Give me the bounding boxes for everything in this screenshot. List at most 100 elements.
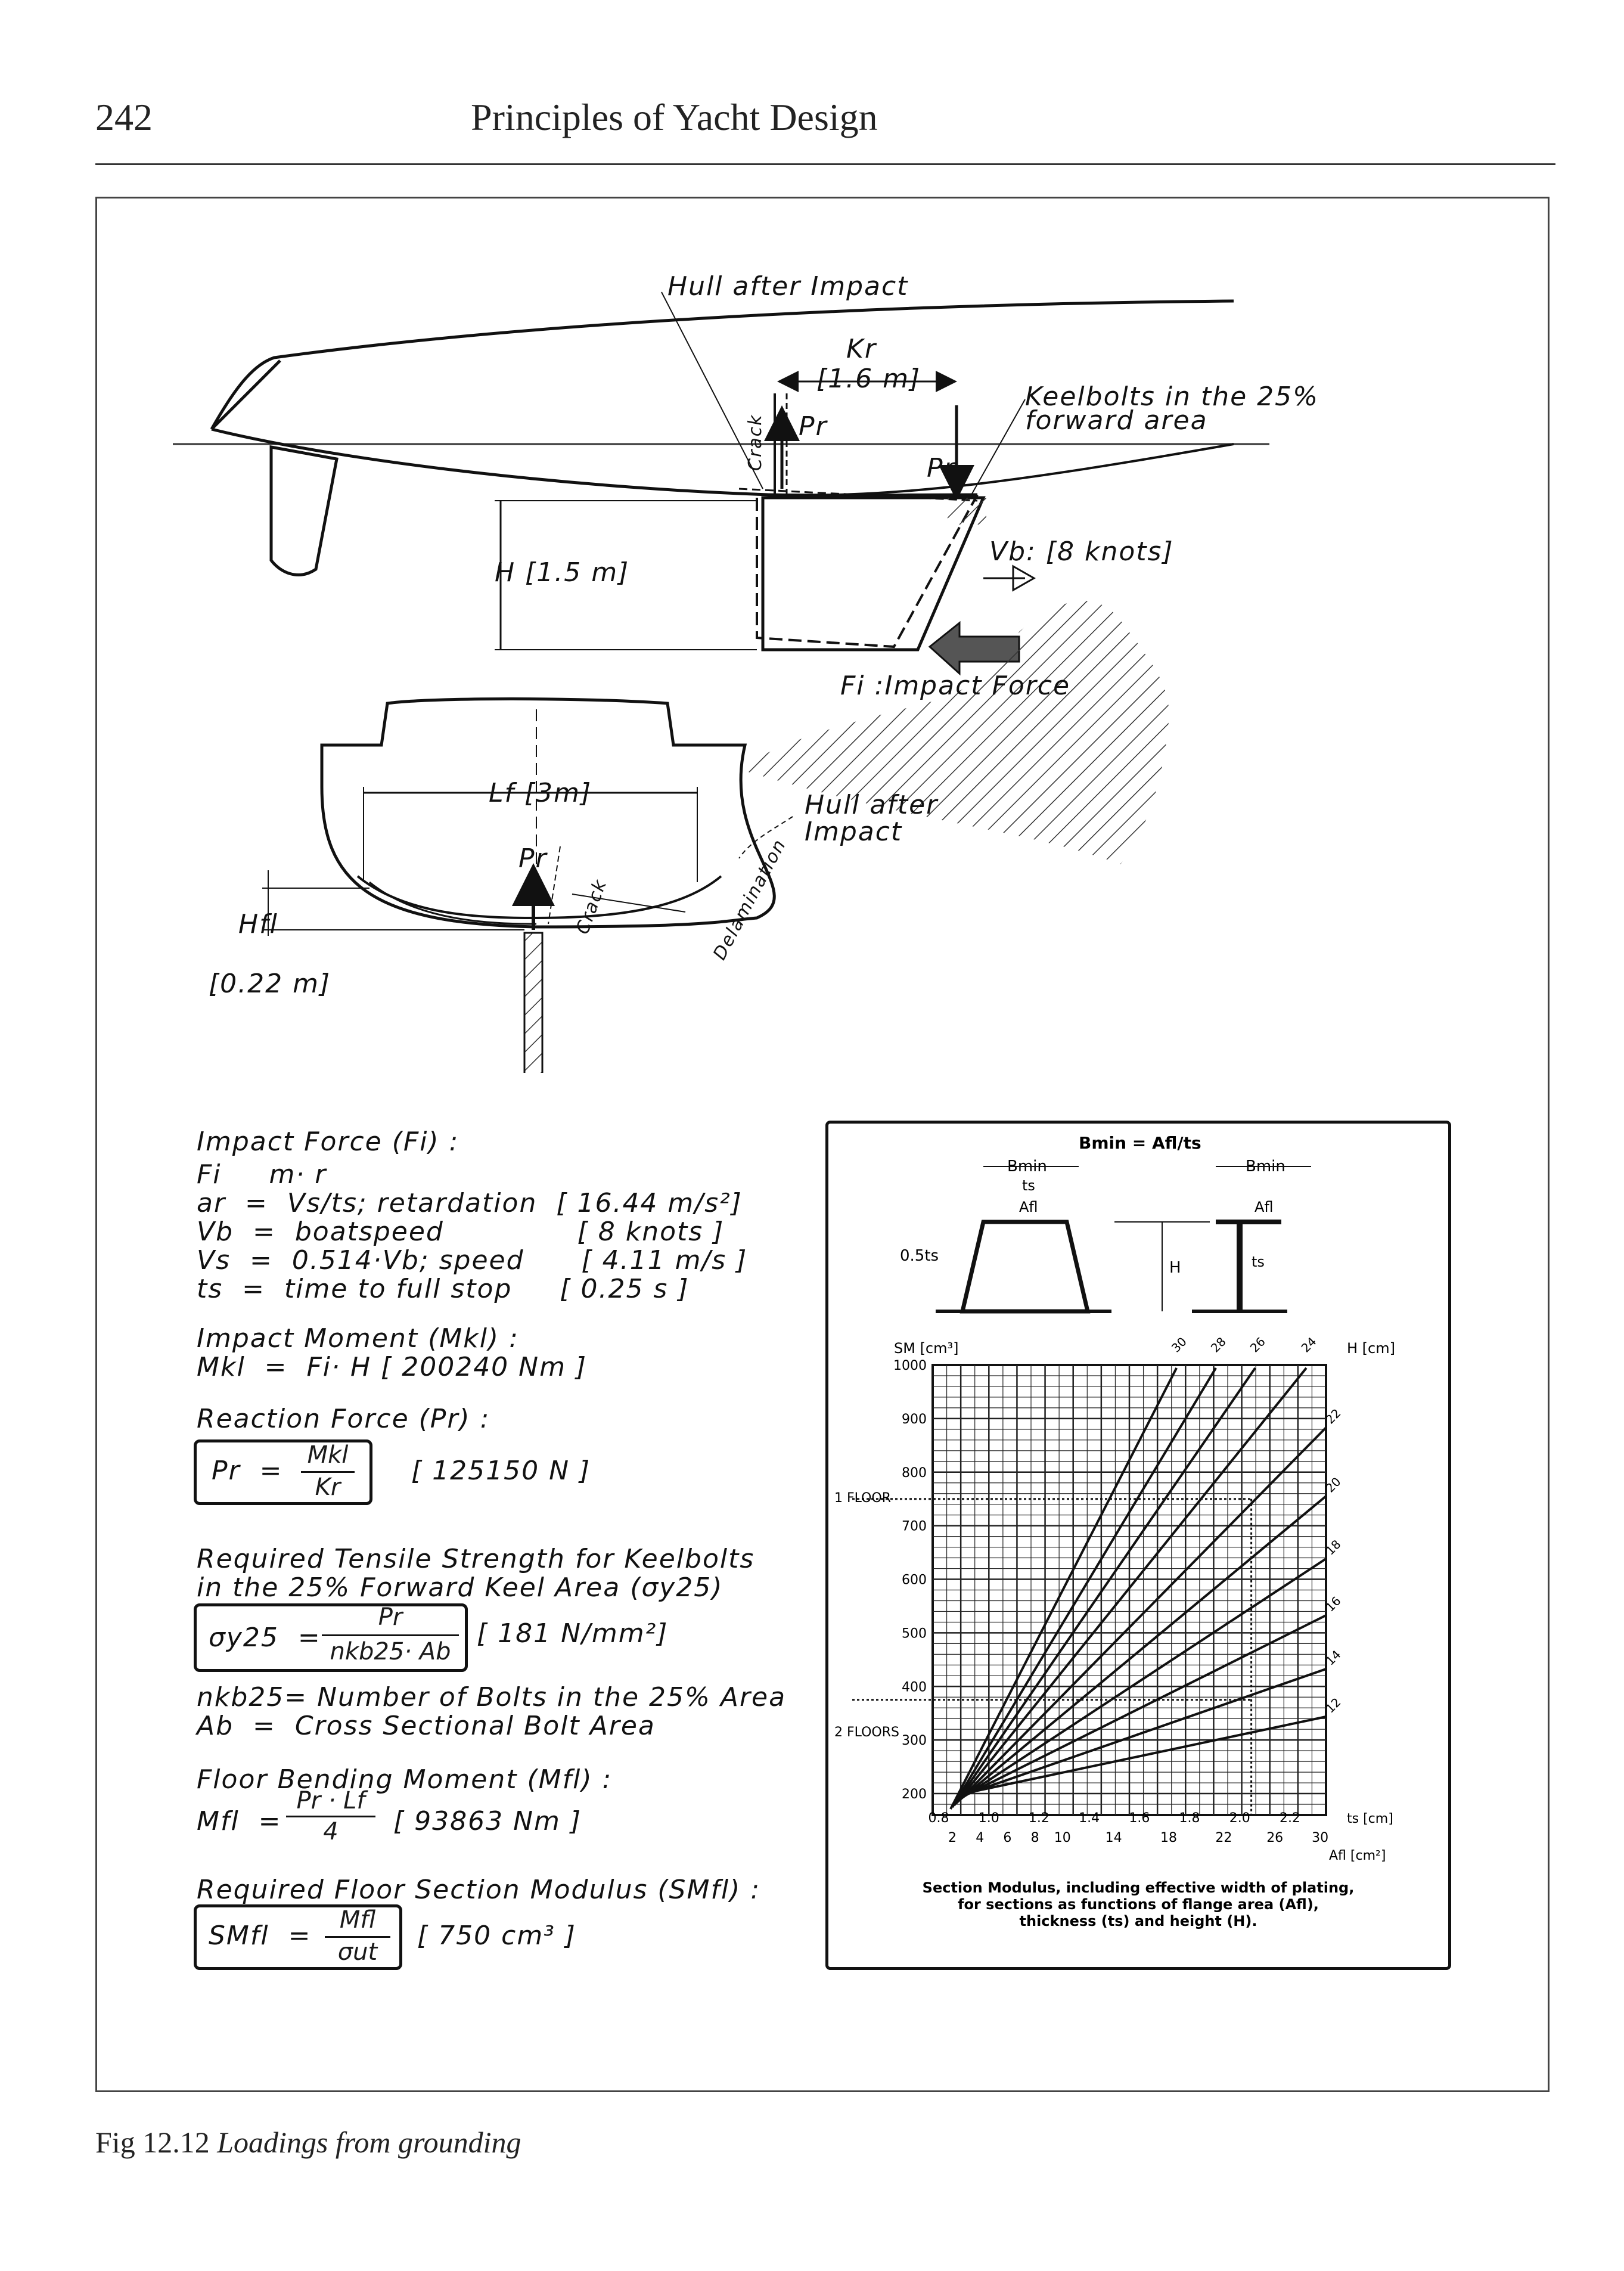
reaction-denominator: Kr — [315, 1473, 341, 1501]
sm-tick-label: 800 — [902, 1466, 927, 1481]
pr-right-label: Pr — [927, 453, 956, 483]
reaction-lhs: Pr = — [212, 1456, 283, 1486]
reaction-numerator: Mkl — [307, 1441, 349, 1469]
ts-tick-label: 0.8 — [929, 1811, 949, 1826]
sm-formula-box — [194, 1904, 402, 1970]
section-hull — [320, 697, 776, 929]
kr-value-label: [1.6 m] — [816, 364, 921, 394]
floor-moment-lhs: Mfl = — [197, 1806, 282, 1836]
sm-tick-label: 900 — [902, 1412, 927, 1427]
fi-line: Fi m· r — [197, 1159, 327, 1190]
header-rule — [95, 163, 1555, 165]
floor-moment-fraction-line — [286, 1816, 375, 1817]
panel-caption-line3: thickness (ts) and height (H). — [1020, 1913, 1257, 1929]
sm-value: [ 750 cm³ ] — [417, 1921, 576, 1951]
two-floors-label: 2 FLOORS — [834, 1725, 899, 1740]
bmin-equation: Bmin = Afl/ts — [1079, 1133, 1201, 1153]
side-view-drawing — [173, 291, 1269, 1073]
sm-tick-label: 400 — [902, 1680, 927, 1695]
page-number: 242 — [95, 96, 153, 138]
h-curve-line — [958, 1495, 1327, 1801]
ts-tick-label: 2.2 — [1280, 1811, 1300, 1826]
rudder — [269, 445, 339, 576]
afl-tick-label: 14 — [1106, 1831, 1122, 1845]
floor-moment-value: [ 93863 Nm ] — [393, 1806, 582, 1836]
floor-moment-title: Floor Bending Moment (Mfl) : — [197, 1764, 613, 1795]
sm-tick-label: 1000 — [893, 1358, 927, 1373]
afl-axis-label: Afl [cm²] — [1329, 1848, 1386, 1863]
h-label: H [1.5 m] — [495, 557, 630, 588]
sm-tick-label: 300 — [902, 1733, 927, 1748]
tensile-numerator: Pr — [378, 1603, 403, 1631]
reaction-formula-box — [194, 1439, 372, 1505]
impact-force-label: Fi :Impact Force — [840, 671, 1071, 701]
ts-tick-label: 2.0 — [1229, 1811, 1250, 1826]
floor-moment-numerator: Pr · Lf — [296, 1787, 365, 1814]
ar-line: ar = Vs/ts; retardation [ 16.44 m/s²] — [197, 1188, 743, 1218]
sm-denominator: σut — [337, 1938, 378, 1966]
h-curve-line — [949, 1367, 1178, 1810]
vs-line: Vs = 0.514·Vb; speed [ 4.11 m/s ] — [197, 1245, 748, 1276]
afl-tick-label: 10 — [1054, 1831, 1071, 1845]
hull-after-impact-section-line1: Hull after — [805, 790, 939, 820]
sm-numerator: Mfl — [339, 1906, 376, 1934]
sm-axis-label: SM [cm³] — [894, 1340, 959, 1357]
h-curve-label: 24 — [1299, 1335, 1319, 1355]
hfl-label: Hfl — [238, 909, 278, 939]
seabed-hatch — [739, 600, 1169, 864]
nkb-definition: nkb25= Number of Bolts in the 25% Area — [197, 1682, 787, 1712]
one-floor-label: 1 FLOOR — [834, 1491, 891, 1506]
h-curve-line — [966, 1715, 1327, 1794]
hull-after-impact-section-line2: Impact — [805, 817, 903, 847]
tensile-title-line2: in the 25% Forward Keel Area (σy25) — [197, 1572, 723, 1603]
hull-bottom — [211, 427, 978, 497]
tensile-title-line1: Required Tensile Strength for Keelbolts — [197, 1544, 755, 1574]
ts-tick-label: 1.0 — [979, 1811, 999, 1826]
sm-fraction-line — [325, 1936, 390, 1938]
reaction-fraction-line — [301, 1471, 355, 1473]
sm-title: Required Floor Section Modulus (SMfl) : — [197, 1875, 761, 1905]
ts-axis-label: ts [cm] — [1347, 1811, 1393, 1826]
tensile-fraction-line — [322, 1634, 459, 1636]
h-curve-label: 28 — [1208, 1335, 1229, 1355]
sm-tick-label: 200 — [902, 1787, 927, 1802]
vb-line: Vb = boatspeed [ 8 knots ] — [197, 1217, 725, 1247]
sm-tick-label: 700 — [902, 1519, 927, 1534]
ts-label-right: ts — [1252, 1254, 1265, 1270]
h-curve-line — [960, 1558, 1327, 1800]
sm-tick-label: 600 — [902, 1573, 927, 1588]
ab-definition: Ab = Cross Sectional Bolt Area — [197, 1711, 656, 1741]
half-ts-label: 0.5ts — [900, 1247, 939, 1265]
crack-label: Crack — [745, 414, 766, 471]
floor-moment-denominator: 4 — [323, 1818, 339, 1845]
reaction-title: Reaction Force (Pr) : — [197, 1404, 490, 1434]
figure-caption: Fig 12.12 Loadings from grounding — [95, 2125, 521, 2160]
ts-label-top: ts — [1022, 1177, 1035, 1194]
h-curve-line — [951, 1367, 1217, 1808]
afl-tick-label: 18 — [1160, 1831, 1177, 1845]
h-curve-line — [964, 1668, 1327, 1796]
ts-tick-label: 1.6 — [1129, 1811, 1150, 1826]
ts-tick-label: 1.2 — [1029, 1811, 1049, 1826]
kr-symbol-label: Kr — [846, 334, 877, 364]
lf-label: Lf [3m] — [489, 778, 592, 808]
panel-caption-line2: for sections as functions of flange area… — [958, 1896, 1319, 1913]
h-curve-line — [962, 1614, 1327, 1798]
ts-tick-label: 1.8 — [1179, 1811, 1200, 1826]
tensile-formula-box — [194, 1603, 468, 1672]
ts-line: ts = time to full stop [ 0.25 s ] — [197, 1274, 690, 1304]
afl-tick-label: 6 — [1003, 1831, 1011, 1845]
running-title: Principles of Yacht Design — [471, 96, 878, 138]
keelbolts-label-line2: forward area — [1025, 405, 1208, 436]
sm-lhs: SMfl = — [209, 1921, 312, 1951]
afl-tick-label: 30 — [1312, 1831, 1328, 1845]
afl-tick-label: 2 — [948, 1831, 957, 1845]
h-curve-label: 26 — [1247, 1335, 1268, 1355]
moment-line: Mkl = Fi· H [ 200240 Nm ] — [197, 1352, 588, 1382]
moment-title: Impact Moment (Mkl) : — [197, 1323, 519, 1354]
h-profile-label: H — [1169, 1259, 1181, 1277]
afl-label-left: Afl — [1019, 1199, 1038, 1215]
afl-tick-label: 22 — [1215, 1831, 1232, 1845]
caption-label: Fig 12.12 — [95, 2126, 210, 2159]
